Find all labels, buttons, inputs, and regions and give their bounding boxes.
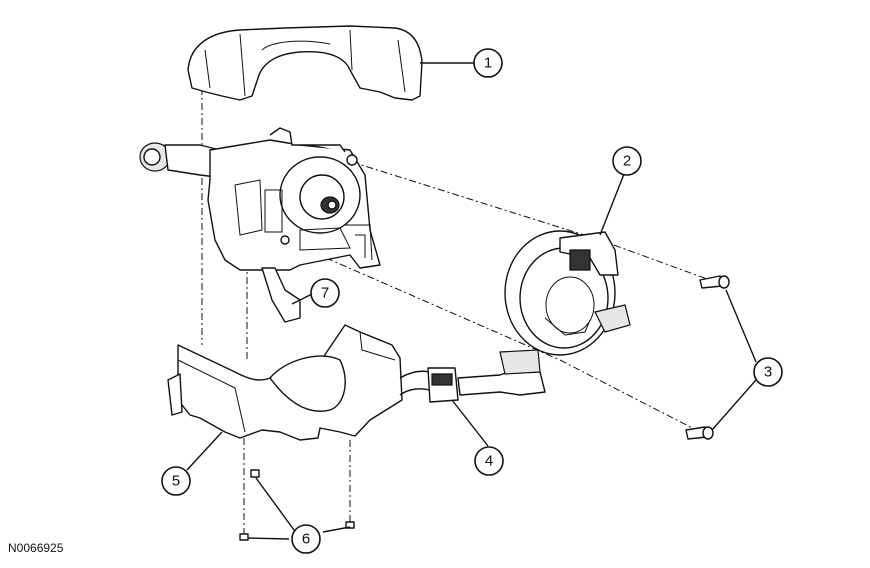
switch-assembly bbox=[139, 127, 381, 323]
connector bbox=[399, 349, 546, 403]
alignment-lines bbox=[201, 88, 719, 533]
callout-5-label: 5 bbox=[172, 473, 180, 490]
callout-1: 1 bbox=[473, 48, 503, 78]
callout-4: 4 bbox=[474, 446, 504, 476]
callout-6-label: 6 bbox=[302, 531, 310, 548]
callout-2-label: 2 bbox=[623, 153, 631, 170]
callout-6: 6 bbox=[291, 524, 321, 554]
callout-7: 7 bbox=[310, 278, 340, 308]
callout-1-label: 1 bbox=[484, 55, 492, 72]
clockspring bbox=[504, 230, 631, 356]
screws-3 bbox=[685, 275, 730, 440]
leader-lines bbox=[186, 62, 757, 540]
callout-2: 2 bbox=[612, 146, 642, 176]
callout-3: 3 bbox=[753, 357, 783, 387]
callout-3-label: 3 bbox=[764, 364, 772, 381]
callout-5: 5 bbox=[161, 466, 191, 496]
figure-id: N0066925 bbox=[8, 541, 64, 555]
callout-7-label: 7 bbox=[321, 285, 329, 302]
callout-4-label: 4 bbox=[485, 453, 493, 470]
lower-shroud bbox=[167, 324, 403, 441]
upper-shroud bbox=[187, 25, 423, 101]
screws-6 bbox=[239, 469, 355, 541]
